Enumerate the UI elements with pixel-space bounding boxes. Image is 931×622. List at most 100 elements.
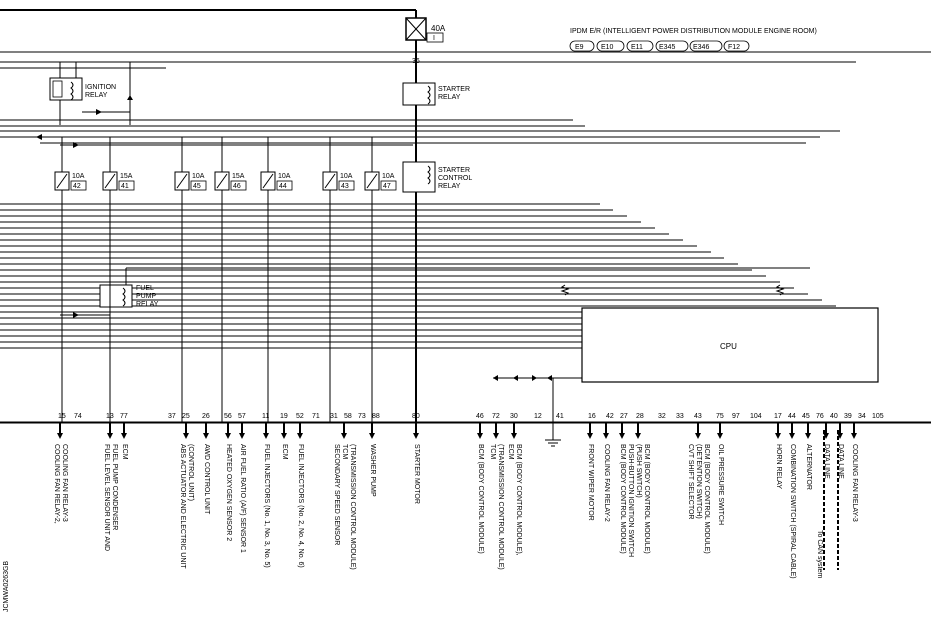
output-label: (DETENTION SWITCH) — [695, 444, 702, 519]
output-label: DATA LINE — [837, 444, 844, 479]
can-label: To CAN system — [816, 530, 823, 578]
pin-52: 52 — [296, 413, 304, 420]
fuse-number: 44 — [279, 183, 287, 190]
output-4: AWD CONTROL UNIT — [203, 423, 210, 515]
output-label: (CONTROL UNIT) — [187, 444, 194, 501]
pin-44: 44 — [788, 413, 796, 420]
output-2: ECM — [121, 423, 128, 460]
output-label: FUEL INJECTORS (No. 1, No. 3, No. 5) — [263, 444, 270, 568]
pin-37: 37 — [168, 413, 176, 420]
output-19: PUSH-BUTTON IGNITION SWITCH(PUSH SWITCH)… — [627, 423, 650, 557]
output-12: STARTER MOTOR — [413, 423, 420, 504]
starter-control-relay-line2: CONTROL — [438, 175, 472, 182]
output-label: FRONT WIPER MOTOR — [587, 444, 594, 521]
pin-16: 16 — [588, 413, 596, 420]
ignition-relay: IGNITION RELAY — [49, 62, 133, 125]
output-25: DATA LINE — [823, 423, 830, 479]
pin-12: 12 — [534, 413, 542, 420]
output-label: OIL PRESSURE SWITCH — [717, 444, 724, 525]
output-8: ECM — [281, 423, 288, 460]
fuse-amp: 15A — [232, 173, 245, 180]
output-label: HEATED OXYGEN SENSOR 2 — [225, 444, 232, 541]
output-label: TCM — [341, 444, 348, 459]
starter-relay-line2: RELAY — [438, 94, 461, 101]
figure-id: JCMWA0263GB — [3, 561, 10, 612]
connector-e10: E10 — [601, 44, 614, 51]
fuse-amp: 10A — [382, 173, 395, 180]
output-label: WASHER PUMP — [369, 444, 376, 497]
pin-45: 45 — [802, 413, 810, 420]
pin-31: 31 — [330, 413, 338, 420]
output-label: BCM (BODY CONTROL MODULE) — [477, 444, 484, 554]
output-label: ABS ACTUATOR AND ELECTRIC UNIT — [179, 444, 186, 569]
output-24: ALTERNATOR — [805, 423, 812, 490]
output-17: COOLING FAN RELAY-2 — [603, 423, 610, 522]
output-26: DATA LINE — [837, 423, 844, 479]
pin-39: 39 — [844, 413, 852, 420]
starter-relay: STARTER RELAY — [402, 82, 470, 106]
connector-f12: F12 — [728, 44, 740, 51]
module-title: IPDM E/R (INTELLIGENT POWER DISTRIBUTION… — [570, 28, 817, 35]
output-label: BCM (BODY CONTROL MODULE), — [515, 444, 522, 556]
connector-badges: E9 E10 E11 E345 E346 F12 — [569, 40, 750, 52]
fuel-pump-relay-line1: FUEL — [136, 285, 154, 292]
output-22: HORN RELAY — [775, 423, 782, 489]
output-label: CVT SHIFT SELECTOR — [687, 444, 694, 519]
output-13: BCM (BODY CONTROL MODULE) — [477, 423, 484, 554]
pin-105: 105 — [872, 413, 884, 420]
fuse-amp: 10A — [278, 173, 291, 180]
pin-17: 17 — [774, 413, 782, 420]
signal-diode-cluster — [493, 375, 582, 447]
pin-56: 56 — [224, 413, 232, 420]
pullup-resistor-left — [560, 284, 570, 296]
main-fuse: 40A I — [405, 17, 446, 43]
output-label: PUSH-BUTTON IGNITION SWITCH — [627, 444, 634, 557]
fuse-number: 46 — [233, 183, 241, 190]
fuel-pump-relay-line3: RELAY — [136, 301, 159, 308]
cpu-block: CPU — [581, 307, 879, 383]
connector-e346: E346 — [693, 44, 709, 51]
output-label: ECM — [281, 444, 288, 460]
output-label: DATA LINE — [823, 444, 830, 479]
can-system-group: To CAN system — [816, 430, 839, 578]
output-21: OIL PRESSURE SWITCH — [717, 423, 724, 525]
output-3: ABS ACTUATOR AND ELECTRIC UNIT(CONTROL U… — [179, 423, 194, 569]
output-label: COMBINATION SWITCH (SPIRAL CABLE) — [789, 444, 796, 579]
output-23: COMBINATION SWITCH (SPIRAL CABLE) — [789, 423, 796, 579]
fuse-number: 41 — [121, 183, 129, 190]
ignition-relay-line2: RELAY — [85, 92, 108, 99]
connector-e345: E345 — [659, 44, 675, 51]
pin-26: 26 — [202, 413, 210, 420]
pin-32: 32 — [658, 413, 666, 420]
pin-13: 13 — [106, 413, 114, 420]
cpu-label: CPU — [720, 342, 737, 351]
output-label: ALTERNATOR — [805, 444, 812, 490]
pin-72: 72 — [492, 413, 500, 420]
output-14: TCM(TRANSMISSION CONTROL MODULE) — [489, 423, 504, 570]
output-label: FUEL PUMP CONDENSER — [111, 444, 118, 530]
pin-97: 97 — [732, 413, 740, 420]
pin-77: 77 — [120, 413, 128, 420]
output-label: AIR FUEL RATIO (A/F) SENSOR 1 — [239, 444, 246, 553]
starter-control-relay: STARTER CONTROL RELAY — [402, 161, 472, 193]
pin-15: 15 — [58, 413, 66, 420]
output-0: COOLING FAN RELAY-2,COOLING FAN RELAY-3 — [53, 423, 68, 524]
fuse-amp: 10A — [192, 173, 205, 180]
output-label: (TRANSMISSION CONTROL MODULE) — [349, 444, 356, 570]
output-label: ECM — [121, 444, 128, 460]
fuel-pump-relay: FUEL PUMP RELAY — [60, 268, 159, 318]
output-label: BCM (BODY CONTROL MODULE) — [619, 444, 626, 554]
output-label: FUEL LEVEL SENSOR UNIT AND — [103, 444, 110, 551]
pin-33: 33 — [676, 413, 684, 420]
pullup-resistor-right — [775, 284, 785, 296]
pin-11: 11 — [262, 413, 269, 420]
output-5: HEATED OXYGEN SENSOR 2 — [225, 423, 232, 541]
